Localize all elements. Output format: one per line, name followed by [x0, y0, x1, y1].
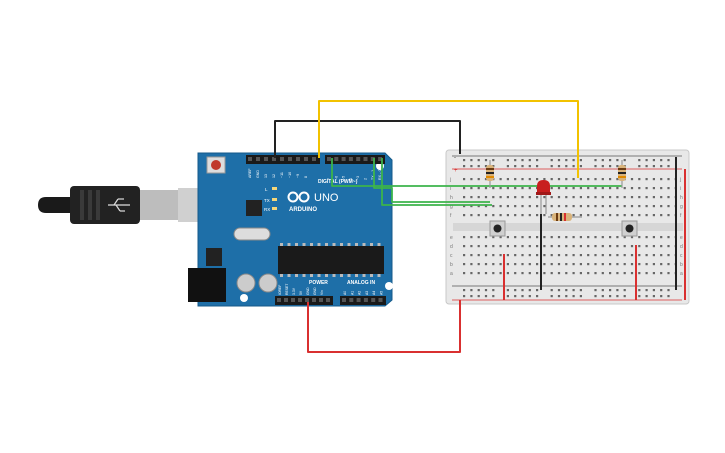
crystal — [233, 227, 271, 241]
pin-label: 13 — [264, 174, 268, 178]
wire-green-2[interactable] — [373, 158, 490, 203]
pin-label: GND — [306, 287, 310, 295]
row-letter: h — [680, 195, 683, 201]
header-holes — [248, 157, 383, 302]
model-label: UNO — [314, 192, 339, 204]
row-letter: d — [680, 244, 683, 250]
row-letter: b — [450, 262, 453, 268]
atmega-chip — [278, 246, 384, 274]
pin-label: ~3 — [356, 176, 360, 180]
usb-icon — [108, 198, 130, 212]
analog-header-label: ANALOG IN — [347, 280, 375, 286]
usb-cable[interactable] — [38, 186, 206, 224]
pin-label: GND — [256, 170, 260, 178]
row-letter: j — [679, 177, 681, 183]
resistor[interactable] — [486, 160, 494, 188]
pin-label: ~5 — [342, 176, 346, 180]
row-letter: h — [450, 195, 453, 201]
pin-label: RX←0 — [378, 169, 382, 180]
row-letter: i — [450, 186, 451, 192]
power-jack — [188, 268, 226, 302]
row-letter: c — [450, 253, 453, 259]
led-tx-label: TX — [264, 198, 270, 203]
pin-label: 4 — [349, 178, 353, 180]
pin-label: 2 — [364, 178, 368, 180]
pin-label: GND — [313, 287, 317, 295]
pin-label: Vin — [320, 290, 324, 295]
row-letter: c — [680, 253, 683, 259]
row-letter: e — [450, 235, 453, 241]
pin-label: ~9 — [296, 174, 300, 178]
row-letter: g — [680, 204, 683, 210]
arduino-logo-icon — [287, 191, 310, 203]
pin-label: 7 — [327, 178, 331, 180]
wire-green-3[interactable] — [381, 158, 492, 206]
row-letter: f — [680, 213, 682, 219]
usb-chip — [246, 200, 262, 216]
row-letter: b — [680, 262, 683, 268]
wire-yellow[interactable] — [318, 100, 579, 178]
led-l-label: L — [265, 187, 268, 192]
pin-label: IOREF — [278, 285, 282, 295]
wires — [274, 100, 686, 353]
push-button[interactable] — [489, 220, 506, 237]
arduino-uno-board[interactable]: ARDUINO UNO DIGITAL (PWM~) POWER ANALOG … — [188, 152, 393, 307]
pin-label: ~6 — [334, 176, 338, 180]
pin-label: A1 — [350, 291, 354, 295]
analog-header — [340, 296, 386, 305]
capacitor — [236, 273, 256, 293]
row-letter: j — [449, 177, 451, 183]
pin-label: TX→1 — [371, 170, 375, 180]
pin-label: ~10 — [288, 172, 292, 178]
chip-pins — [280, 243, 381, 277]
wire-green-1[interactable] — [331, 158, 622, 187]
wire-red-5v[interactable] — [307, 300, 461, 353]
pin-label: A5 — [380, 291, 384, 295]
row-letter: a — [680, 271, 683, 277]
reset-button[interactable] — [206, 156, 226, 174]
pin-label: 8 — [304, 176, 308, 178]
pin-label: 3.3V — [292, 287, 296, 295]
pin-label: 5V — [299, 290, 303, 295]
power-header-label: POWER — [309, 280, 328, 286]
resistor[interactable] — [618, 160, 626, 188]
rail-plus-sign: + — [454, 168, 458, 174]
row-letter: d — [450, 244, 453, 250]
row-letter: f — [450, 213, 452, 219]
push-button[interactable] — [621, 220, 638, 237]
pin-label: RESET — [285, 284, 289, 295]
rail-minus-sign: - — [454, 155, 456, 161]
brand-label: ARDUINO — [289, 207, 317, 213]
row-letter: e — [680, 235, 683, 241]
regulator — [206, 248, 222, 266]
pin-label: ~11 — [280, 172, 284, 178]
led-rx-label: RX — [264, 207, 270, 212]
pin-label: A2 — [358, 291, 362, 295]
red-led[interactable] — [536, 180, 551, 214]
wire-black-gnd[interactable] — [274, 120, 461, 158]
capacitor — [258, 273, 278, 293]
pin-label: A0 — [343, 291, 347, 295]
pin-label: 12 — [272, 174, 276, 178]
row-letter: i — [680, 186, 681, 192]
digital-header-right — [325, 155, 385, 164]
pin-label: AREF — [248, 168, 252, 178]
resistor[interactable] — [548, 213, 582, 221]
digital-header-label: DIGITAL (PWM~) — [318, 179, 358, 185]
row-letter: g — [450, 204, 453, 210]
pin-label: A4 — [372, 291, 376, 295]
pin-label: A3 — [365, 291, 369, 295]
power-header — [275, 296, 333, 305]
row-letter: a — [450, 271, 453, 277]
